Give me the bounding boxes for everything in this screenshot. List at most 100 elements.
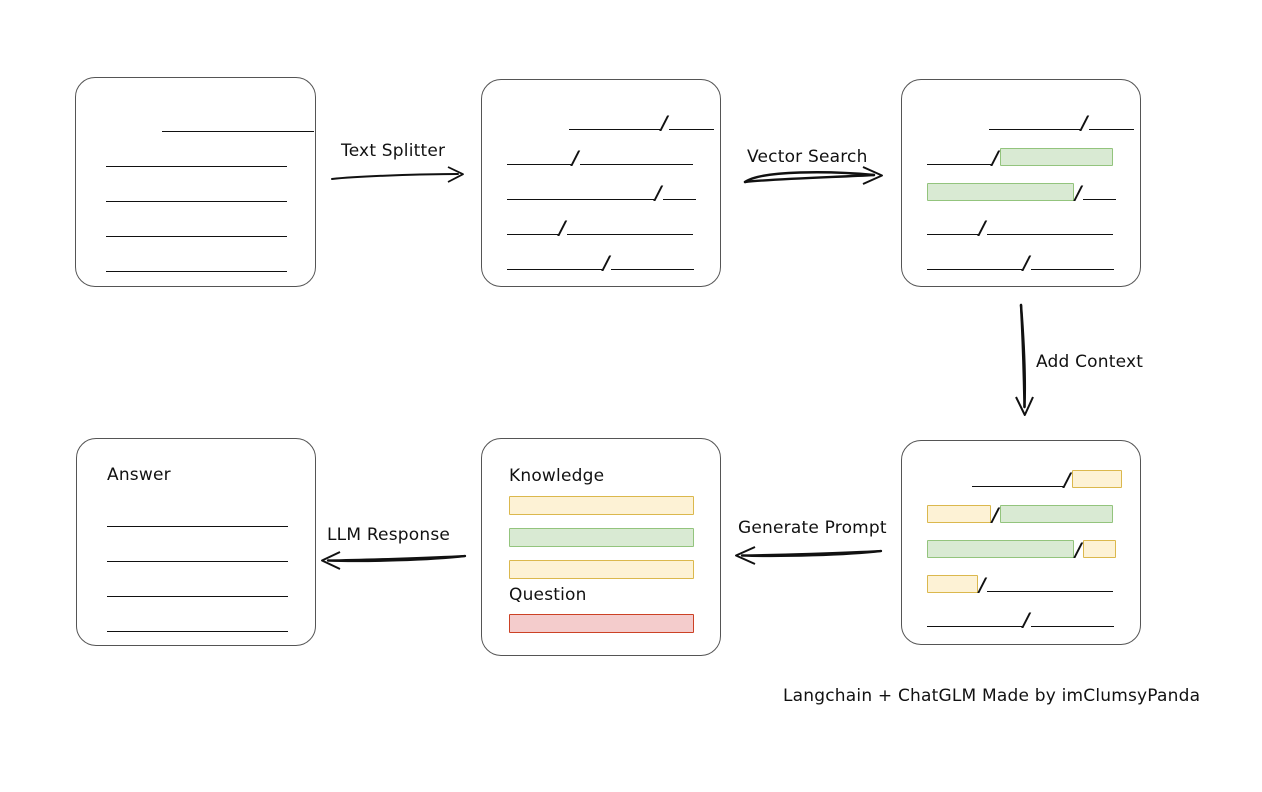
text-rule xyxy=(1030,269,1114,270)
text-rule xyxy=(668,129,714,130)
document-line: / xyxy=(927,539,1116,561)
edge-label-vector-search: Vector Search xyxy=(747,147,868,167)
highlight-chip-yellow[interactable] xyxy=(927,505,991,523)
chunk-separator-slash: / xyxy=(559,217,566,239)
document-line xyxy=(107,579,288,599)
highlight-chip-green[interactable] xyxy=(999,148,1113,166)
text-rule xyxy=(1030,626,1114,627)
text-rule xyxy=(986,234,1113,235)
answer-box[interactable]: Answer xyxy=(76,438,316,646)
chunk-separator-slash: / xyxy=(1081,112,1088,134)
text-rule xyxy=(106,236,287,237)
edge-label-generate-prompt: Generate Prompt xyxy=(738,518,887,538)
document-line: / xyxy=(927,147,1113,169)
text-rule xyxy=(610,269,694,270)
text-rule xyxy=(927,626,1022,627)
chunk-separator-slash: / xyxy=(979,217,986,239)
text-rule xyxy=(972,486,1063,487)
document-line: / xyxy=(927,182,1116,204)
footer-credit: Langchain + ChatGLM Made by imClumsyPand… xyxy=(783,686,1201,706)
document-line xyxy=(107,509,288,529)
edge-label-llm-response: LLM Response xyxy=(327,525,451,545)
prompt-box[interactable]: Knowledge Question xyxy=(481,438,721,656)
text-rule xyxy=(579,164,693,165)
context-document-box[interactable]: / / / / / xyxy=(901,440,1141,645)
text-rule xyxy=(1088,129,1134,130)
document-line: / xyxy=(507,147,693,169)
edge-arrow-add-context xyxy=(1015,303,1034,416)
chunk-separator-slash: / xyxy=(979,574,986,596)
highlight-chip-yellow[interactable] xyxy=(1071,470,1122,488)
text-rule xyxy=(569,129,660,130)
question-label: Question xyxy=(509,585,587,605)
edge-label-text-splitter: Text Splitter xyxy=(341,141,446,161)
chunk-separator-slash: / xyxy=(655,182,662,204)
text-rule xyxy=(107,596,288,597)
document-line: / xyxy=(927,609,1114,631)
document-line xyxy=(107,614,288,634)
content-bar-green[interactable] xyxy=(509,528,694,547)
document-line: / xyxy=(507,182,696,204)
document-line: / xyxy=(927,469,1122,491)
edge-arrow-text-splitter xyxy=(331,166,464,183)
highlight-chip-green[interactable] xyxy=(999,505,1113,523)
text-rule xyxy=(927,164,991,165)
document-line: / xyxy=(927,504,1113,526)
document-line: / xyxy=(927,112,1134,134)
highlight-chip-yellow[interactable] xyxy=(927,575,978,593)
text-rule xyxy=(106,271,287,272)
document-line: / xyxy=(927,252,1114,274)
text-rule xyxy=(107,526,288,527)
knowledge-label: Knowledge xyxy=(509,466,605,486)
document-line xyxy=(106,254,287,274)
document-line xyxy=(107,544,288,564)
text-rule xyxy=(106,166,287,167)
highlight-chip-yellow[interactable] xyxy=(1082,540,1116,558)
document-line: / xyxy=(507,252,694,274)
split-document-box[interactable]: / / / / / xyxy=(481,79,721,287)
document-line: / xyxy=(507,217,693,239)
highlight-chip-green[interactable] xyxy=(927,540,1074,558)
document-line xyxy=(106,114,314,134)
chunk-separator-slash: / xyxy=(661,112,668,134)
edge-arrow-vector-search xyxy=(743,166,883,185)
text-rule xyxy=(989,129,1080,130)
text-rule xyxy=(1082,199,1116,200)
text-rule xyxy=(107,631,288,632)
text-rule xyxy=(107,561,288,562)
edge-arrow-generate-prompt xyxy=(735,546,883,565)
text-rule xyxy=(507,234,558,235)
text-rule xyxy=(507,199,654,200)
document-line: / xyxy=(507,112,714,134)
text-rule xyxy=(507,164,571,165)
edge-label-add-context: Add Context xyxy=(1036,352,1144,372)
text-rule xyxy=(927,234,978,235)
text-rule xyxy=(927,269,1022,270)
text-rule xyxy=(566,234,693,235)
chunk-separator-slash: / xyxy=(1075,182,1082,204)
document-line xyxy=(106,184,287,204)
chunk-separator-slash: / xyxy=(1064,469,1071,491)
content-bar-red[interactable] xyxy=(509,614,694,633)
text-rule xyxy=(106,201,287,202)
matched-document-box[interactable]: / / / / / xyxy=(901,79,1141,287)
document-line: / xyxy=(927,574,1113,596)
document-line: / xyxy=(927,217,1113,239)
chunk-separator-slash: / xyxy=(1023,609,1030,631)
content-bar-yellow[interactable] xyxy=(509,560,694,579)
text-rule xyxy=(986,591,1113,592)
answer-title: Answer xyxy=(107,465,171,485)
chunk-separator-slash: / xyxy=(1075,539,1082,561)
text-rule xyxy=(162,131,314,132)
chunk-separator-slash: / xyxy=(992,504,999,526)
source-document-box[interactable] xyxy=(75,77,316,287)
highlight-chip-green[interactable] xyxy=(927,183,1074,201)
chunk-separator-slash: / xyxy=(1023,252,1030,274)
chunk-separator-slash: / xyxy=(992,147,999,169)
content-bar-yellow[interactable] xyxy=(509,496,694,515)
document-line xyxy=(106,219,287,239)
chunk-separator-slash: / xyxy=(572,147,579,169)
text-rule xyxy=(662,199,696,200)
chunk-separator-slash: / xyxy=(603,252,610,274)
